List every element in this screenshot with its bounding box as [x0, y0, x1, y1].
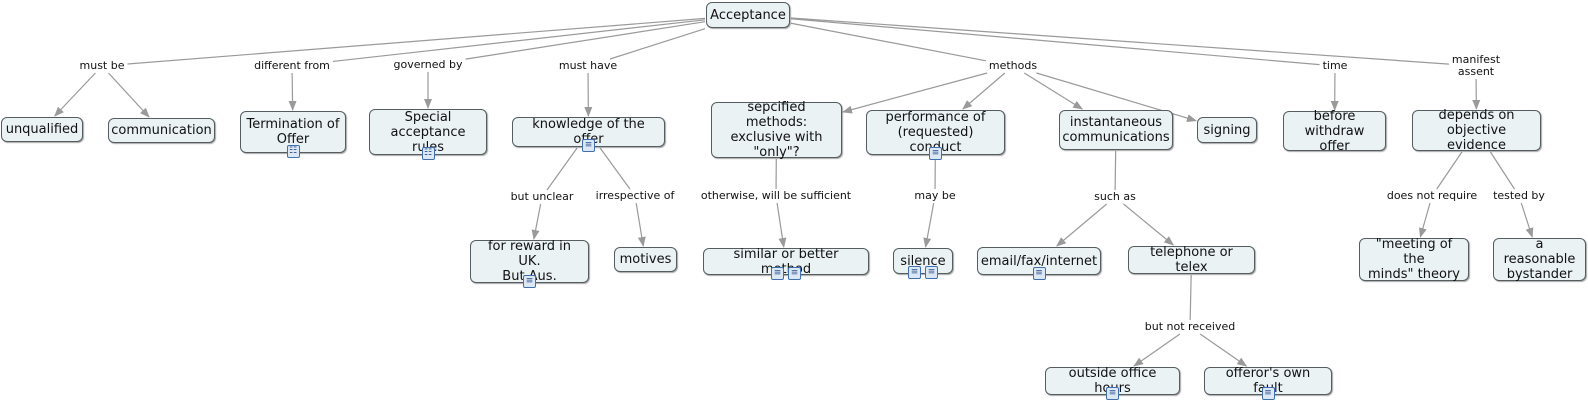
concept-for-reward[interactable]: for reward in UK. But Aus. — [470, 239, 589, 284]
connector-differentfrom-termination — [288, 72, 297, 111]
concept-label: knowledge of the offer — [532, 117, 645, 147]
link-irrespective-of: irrespective of — [593, 189, 677, 202]
link-different-from: different from — [252, 59, 332, 72]
connector-methods-instantaneous — [1023, 72, 1084, 110]
connector-knowledge-butunclear — [546, 147, 578, 191]
concept-label: for reward in UK. But Aus. — [487, 239, 571, 284]
concept-motives[interactable]: motives — [614, 247, 677, 272]
connector-suchas-telephone — [1123, 203, 1175, 246]
connector-butunclear-reward — [531, 203, 542, 240]
connector-butnotreceived-offerorsfault — [1199, 333, 1248, 367]
link-may-be: may be — [912, 189, 958, 202]
document-icon[interactable]: ≡ — [1106, 387, 1119, 400]
connector-acceptance-time — [790, 18, 1320, 66]
concept-label: a reasonable bystander — [1503, 237, 1576, 282]
concept-label: "meeting of the minds" theory — [1368, 237, 1460, 282]
document-icon[interactable]: ≡ — [1261, 387, 1275, 400]
document-icon[interactable]: ≡ — [929, 147, 942, 160]
link-tested-by: tested by — [1491, 189, 1547, 202]
connector-methods-performance — [962, 72, 1006, 110]
connector-doesnotrequire-meeting — [1418, 202, 1431, 238]
concept-label: depends on objective evidence — [1438, 108, 1515, 153]
concept-instantaneous-communications[interactable]: instantaneous communications — [1059, 110, 1173, 150]
concept-acceptance[interactable]: Acceptance — [706, 2, 790, 28]
concept-reasonable-bystander[interactable]: a reasonable bystander — [1493, 237, 1586, 282]
link-must-be: must be — [77, 59, 127, 72]
connector-mustbe-unqualified — [54, 72, 96, 117]
connector-depends-doesnotrequire — [1436, 151, 1463, 190]
connector-depends-testedby — [1489, 151, 1515, 190]
document-icon[interactable]: ≡ — [1032, 267, 1046, 280]
link-must-have: must have — [556, 59, 620, 72]
concept-specified-methods[interactable]: sepcified methods: exclusive with "only"… — [711, 100, 842, 160]
concept-unqualified[interactable]: unqualified — [1, 117, 83, 142]
connector-acceptance-mustbe — [127, 17, 706, 65]
document-icon[interactable]: ≡ — [908, 266, 921, 279]
concept-signing[interactable]: signing — [1197, 117, 1257, 143]
connector-acceptance-manifest — [790, 17, 1449, 65]
link-methods: methods — [986, 59, 1040, 72]
concept-label: telephone or telex — [1150, 245, 1233, 275]
link-manifest-assent: manifest assent — [1449, 53, 1503, 78]
concept-label: Acceptance — [710, 7, 786, 23]
concept-label: unqualified — [5, 122, 79, 137]
connector-mustbe-communication — [108, 72, 150, 118]
connector-acceptance-governedby — [465, 21, 706, 60]
concept-similar-or-better-method[interactable]: similar or better method — [703, 246, 869, 277]
link-but-not-received: but not received — [1142, 320, 1238, 333]
connector-suchas-email — [1056, 203, 1108, 247]
concept-depends-on-objective-evidence[interactable]: depends on objective evidence — [1412, 108, 1541, 153]
concept-email-fax-internet[interactable]: email/fax/internet — [977, 247, 1101, 275]
link-but-unclear: but unclear — [508, 190, 576, 203]
concept-performance-of-conduct[interactable]: performance of (requested) conduct — [866, 110, 1005, 155]
document-icon[interactable]: ≡ — [582, 139, 595, 152]
document-icon[interactable]: ≡ — [925, 266, 938, 279]
concept-label: email/fax/internet — [980, 253, 1098, 269]
concept-communication[interactable]: communication — [108, 118, 215, 143]
concept-label: similar or better method — [733, 246, 839, 277]
document-icon[interactable]: ≡ — [523, 275, 536, 288]
concept-silence[interactable]: silence — [893, 248, 953, 274]
connector-methods-specified — [842, 72, 988, 114]
link-time: time — [1320, 59, 1350, 72]
concept-label: motives — [619, 252, 672, 267]
concept-meeting-of-the-minds[interactable]: "meeting of the minds" theory — [1359, 237, 1469, 282]
concept-label: silence — [900, 253, 946, 269]
concept-before-withdraw-offer[interactable]: before withdraw offer — [1283, 108, 1386, 154]
connector-otherwise-similar — [776, 202, 787, 248]
link-otherwise: otherwise, will be sufficient — [698, 189, 854, 202]
connector-butnotreceived-outside — [1133, 333, 1181, 367]
connector-maybe-silence — [923, 202, 935, 248]
connector-irrespective-motives — [635, 202, 646, 247]
concept-label: instantaneous communications — [1062, 115, 1170, 145]
connector-acceptance-methods — [790, 22, 987, 62]
connector-testedby-bystander — [1520, 202, 1534, 238]
concept-map-link-icon[interactable]: ☷ — [286, 145, 300, 158]
concept-label: communication — [111, 123, 212, 138]
concept-label: signing — [1203, 122, 1251, 138]
concept-telephone-or-telex[interactable]: telephone or telex — [1128, 245, 1255, 275]
document-icon[interactable]: ≡ — [788, 267, 801, 280]
link-such-as: such as — [1092, 190, 1138, 203]
concept-label: before withdraw offer — [1304, 108, 1365, 154]
link-does-not-require: does not require — [1384, 189, 1480, 202]
connector-instantaneous-suchas — [1114, 150, 1117, 191]
concept-label: sepcified methods: exclusive with "only"… — [730, 100, 823, 160]
concept-map-link-icon[interactable]: ☷ — [421, 147, 435, 160]
connector-telephone-butnotreceived — [1189, 274, 1192, 321]
connector-acceptance-differentfrom — [332, 19, 706, 63]
concept-label: Termination of Offer — [246, 117, 340, 147]
connector-knowledge-irrespective — [599, 147, 631, 190]
connector-acceptance-musthave — [609, 28, 706, 60]
concept-label: performance of (requested) conduct — [885, 110, 986, 155]
link-governed-by: governed by — [391, 58, 465, 71]
document-icon[interactable]: ≡ — [771, 267, 784, 280]
